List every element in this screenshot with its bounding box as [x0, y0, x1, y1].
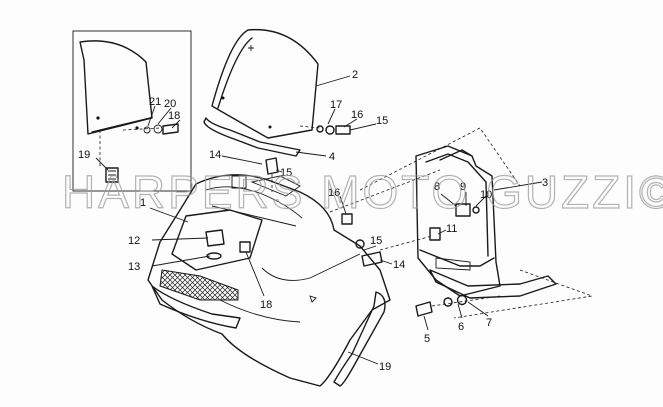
callout-12: 12: [128, 235, 140, 247]
callout-18: 16: [351, 109, 363, 121]
edge-trim: [333, 291, 386, 387]
leader-lines: [95, 75, 543, 365]
callout-7: 7: [486, 317, 492, 329]
inset-callout-17A: 18: [168, 110, 180, 122]
top-screw: [265, 157, 279, 192]
callout-6: 6: [458, 321, 464, 333]
windshield: [211, 28, 319, 139]
callout-21: 19: [379, 361, 391, 373]
callout-labels: 2 17 16 15 4 14 15 1 12 13 16 15 14 3 8 …: [78, 69, 548, 373]
callout-20: 18: [260, 299, 272, 311]
inset-detail: [72, 30, 192, 192]
inset-callout-18: 20: [164, 98, 176, 110]
inset-callout-19: 21: [149, 96, 161, 108]
callout-1: 1: [140, 197, 146, 209]
callout-3: 3: [542, 177, 548, 189]
front-fairing: [147, 174, 391, 387]
callout-8: 8: [434, 181, 440, 193]
lower-fasteners: [415, 294, 501, 317]
callout-13: 13: [128, 261, 140, 273]
callout-14-top: 14: [209, 149, 221, 161]
windshield-trim: [203, 117, 301, 157]
callout-14-side: 14: [393, 259, 405, 271]
callout-9: 9: [460, 181, 466, 193]
callout-15-side: 15: [370, 235, 382, 247]
callout-4: 4: [329, 151, 335, 163]
inset-callout-20A: 19: [78, 149, 90, 161]
screen-fasteners: [299, 125, 351, 135]
callout-19: 17: [330, 99, 342, 111]
callout-17: 15: [376, 115, 388, 127]
support-bracket: [329, 127, 593, 319]
watermark-text: HARPERS MOTO GUZZI©: [62, 166, 663, 218]
callout-16: 16: [328, 187, 340, 199]
callout-11: 11: [446, 223, 457, 235]
callout-15-top: 15: [280, 167, 292, 179]
callout-2: 2: [352, 69, 358, 81]
callout-5: 5: [424, 333, 430, 345]
callout-10: 10: [480, 189, 492, 201]
